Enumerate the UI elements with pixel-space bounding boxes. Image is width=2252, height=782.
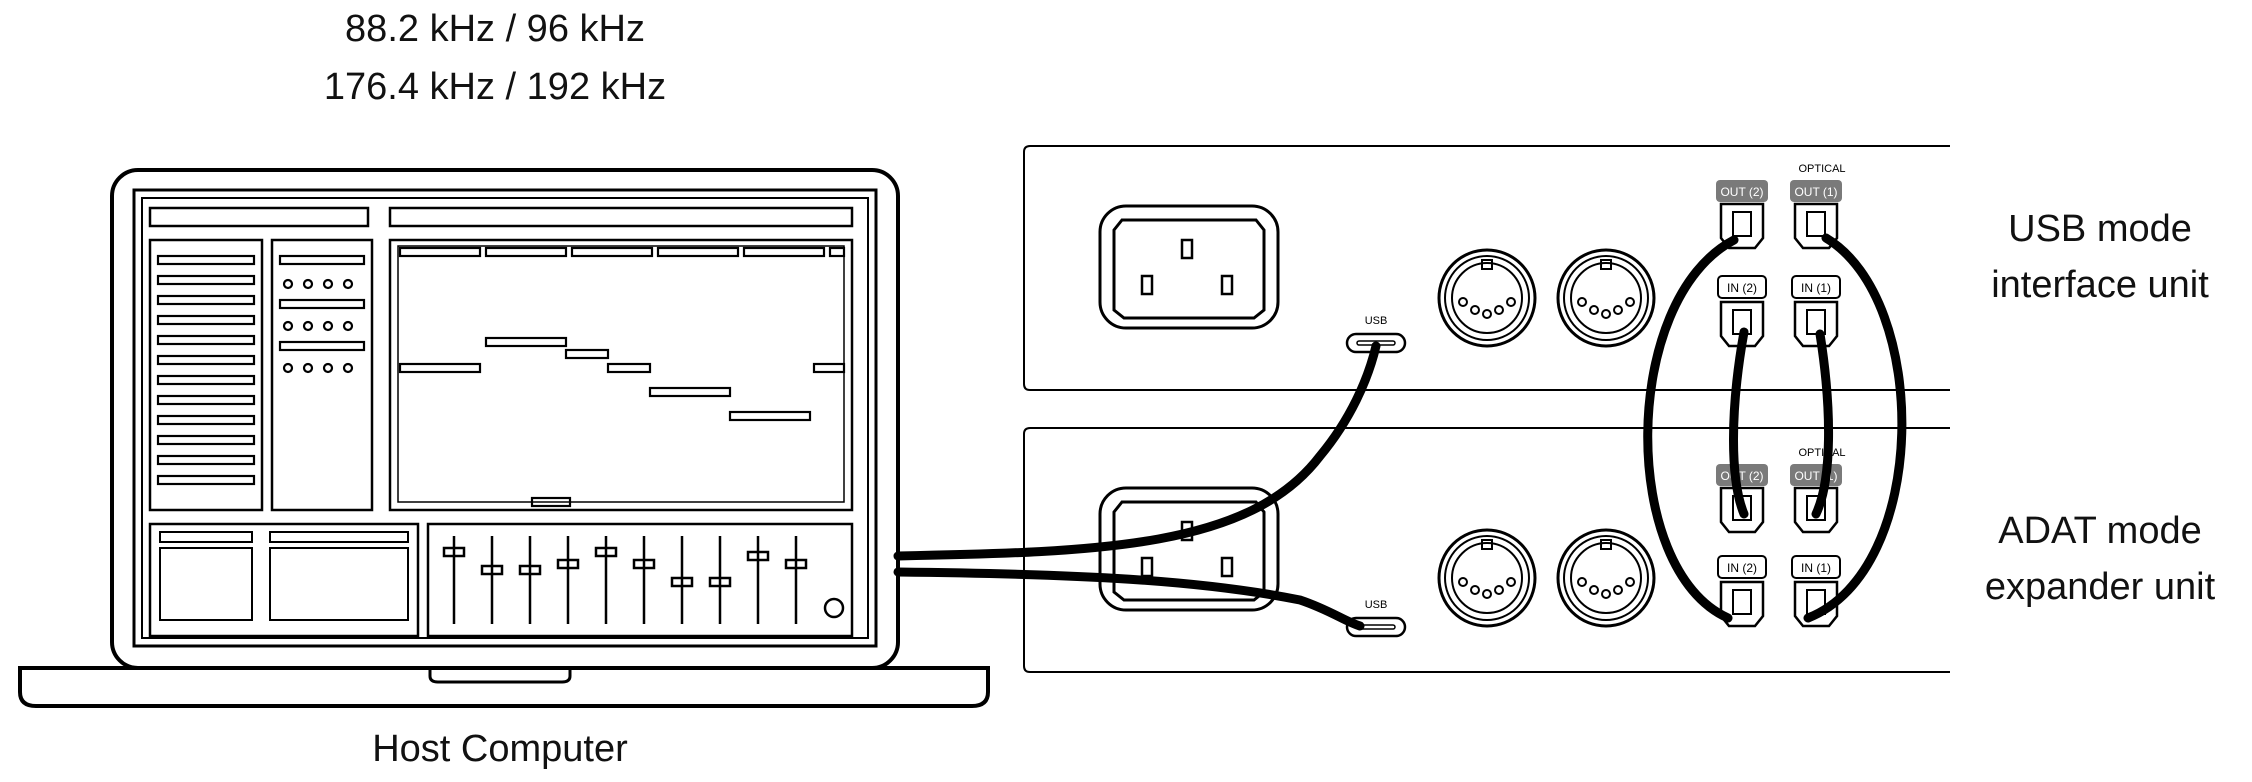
port-badge-out-2 [1716,180,1768,202]
optical-cable-outer-right [1803,233,1907,623]
usb-port-label: USB [1365,599,1388,611]
port-label-in-2: IN (2) [1727,281,1757,295]
usb-mode-label-line-1: USB mode [2008,208,2192,250]
midi-port [1556,528,1656,628]
usb-mode-label-line-2: interface unit [1991,264,2209,306]
usb-port-label: USB [1365,315,1388,327]
usb-cable-top [893,341,1381,561]
sample-rate-line-1: 88.2 kHz / 96 kHz [345,8,645,50]
adat-mode-label-line-2: expander unit [1984,566,2216,608]
port-label-in-2: IN (2) [1727,561,1757,575]
optical-cable-outer-left [1643,235,1739,623]
optical-cable-inner-left [1729,327,1749,519]
port-label-in-1: IN (1) [1801,561,1831,575]
adat-mode-expander-unit: USB OPTICAL OUT (2) OUT (1) IN (2) IN (1… [1023,427,1950,673]
usb-cable-bottom [893,567,1365,631]
optical-label: OPTICAL [1798,163,1845,175]
port-label-in-1: IN (1) [1801,281,1831,295]
port-badge-out-2 [1716,464,1768,486]
optical-cable-inner-right [1811,329,1834,519]
adat-mode-label-line-1: ADAT mode [1998,510,2202,552]
midi-port [1437,528,1537,628]
usb-mode-interface-unit: USB OPTICAL OUT (2) OUT (1) IN (2) IN (1… [1023,145,1950,391]
optical-port-in-1 [1793,300,1839,348]
laptop-illustration [18,168,990,708]
sample-rate-line-2: 176.4 kHz / 192 kHz [323,66,667,108]
host-computer-label: Host Computer [372,728,628,770]
port-badge-in-1 [1791,275,1841,299]
port-label-out-2: OUT (2) [1720,469,1763,483]
port-label-out-2: OUT (2) [1720,185,1763,199]
power-outlet [1098,204,1280,330]
port-badge-out-1 [1790,180,1842,202]
midi-port [1556,248,1656,348]
port-badge-in-1 [1791,555,1841,579]
port-badge-in-2 [1717,555,1767,579]
port-label-out-1: OUT (1) [1794,185,1837,199]
port-badge-in-2 [1717,275,1767,299]
midi-port [1437,248,1537,348]
optical-label: OPTICAL [1798,447,1845,459]
